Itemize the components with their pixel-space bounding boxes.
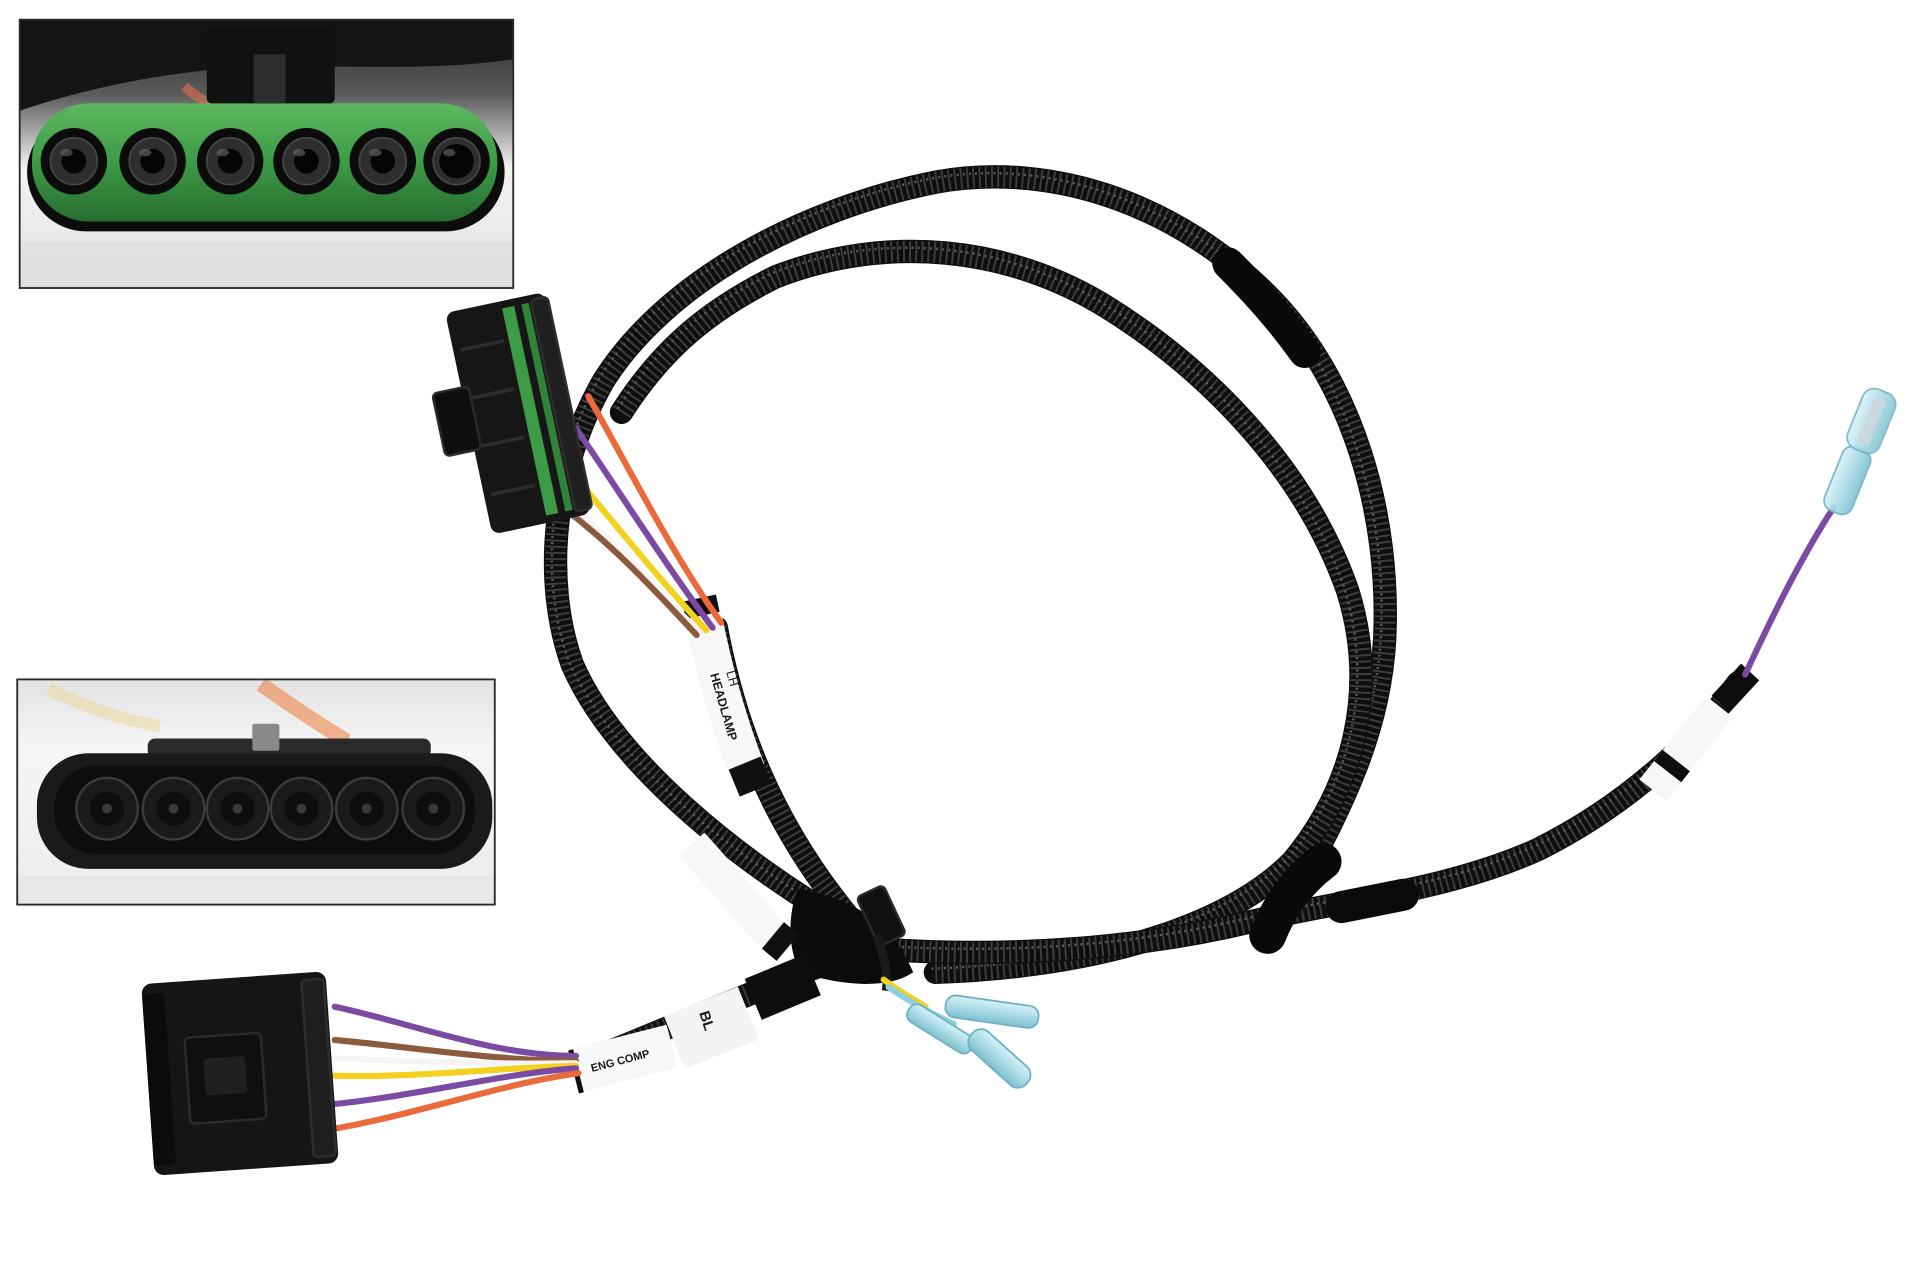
inset-2-socket [401,776,466,841]
inset-1-socket-hole [439,144,474,179]
terminal-a-body [944,994,1040,1029]
terminal-cluster [880,976,1040,1089]
inset-1-socket [349,128,416,195]
bottom-sleeve-shrink [744,954,821,1020]
connector-top-latch [431,385,482,457]
bl-sleeve-white [663,986,759,1069]
inset-1-frame [18,18,515,289]
wire-yellow-bottom [331,1062,580,1080]
inset-1-socket-highlight [216,148,229,157]
wire-purple-bottom-2 [331,1065,580,1108]
inset-2-socket [75,776,140,841]
inset-2-floor [17,876,495,905]
inset-2-socket-pin [428,803,439,814]
terminal-right [1823,387,1897,516]
connector-top-rib-1 [460,338,505,352]
wire-purple-pigtail [1742,504,1837,678]
tape-wrap-right-branch [1325,878,1420,924]
inset-1-socket-highlight [292,148,306,157]
inset-1-socket [196,128,264,195]
inset-1-socket-highlight [443,148,456,157]
connector-top-rib-3 [480,435,525,449]
tape-wrap-top-right [1212,247,1321,368]
inset-2-socket [141,776,206,841]
top-connector-wires [550,393,725,639]
connector-top-seal-stripe-1 [502,305,559,516]
connector-top-rib-2 [470,387,515,400]
right-sleeve-band [1654,750,1690,783]
wire-purple-top [572,425,716,631]
inset-2-socket-pin [232,803,243,814]
inset-2-socket [334,776,399,841]
left-loop-sleeve-white [678,832,786,948]
connector-bottom-rear-rail [300,977,337,1159]
inset-black-connector [17,679,495,905]
inset-2-socket [269,776,334,841]
headlamp-sleeve-shrink-bottom [728,756,772,797]
inset-2-socket-row [75,776,466,841]
terminal-c [967,1028,1032,1089]
inset-1-socket [423,128,490,195]
inset-2-blur-wires [256,679,351,748]
bottom-connector-wires [331,1003,582,1132]
wire-brown-top [555,501,700,639]
inset-2-socket-pin [102,803,112,814]
inset-2-socket-pin [296,803,307,814]
connector-bottom-face [142,992,176,1166]
eng-comp-sleeve-white [570,1024,678,1093]
inset-1-socket-highlight [139,148,152,157]
tag-label-bl: BL [695,1009,716,1033]
inset-1-latch-slot [253,54,286,104]
inset-1-socket [119,128,186,195]
label-sleeve-left-loop [678,832,799,961]
connector-bottom [141,971,339,1176]
tag-label-lh: LH [723,669,741,688]
connector-top-seal-stripe-2 [521,302,573,512]
connector-top [431,293,593,533]
inset-1-socket [273,128,340,195]
inset-2-socket-pin [168,803,179,814]
right-sleeve-white [1639,695,1733,801]
tape-wrap-right-junction [1249,843,1342,954]
inset-2-socket-pin [361,803,372,814]
terminal-a [944,994,1040,1029]
inset-1-socket-row [40,128,490,195]
inset-2-connector-tab [252,723,280,751]
wire-purple-bottom-1 [331,1003,580,1060]
inset-2-frame [16,678,496,906]
inset-green-connector [19,19,514,288]
inset-1-socket-highlight [369,148,382,157]
inset-1-socket [40,128,108,195]
inset-1-floor-reflection [19,241,514,288]
inset-2-socket [205,776,270,841]
inset-2-blur-wire-yellow [46,683,162,733]
terminal-right-metal [1857,396,1886,445]
wire-brown-bottom [331,1036,580,1064]
wire-white-bottom [331,1055,580,1067]
cable-tie [856,885,906,947]
left-loop-sleeve-shrink [761,922,799,961]
connector-bottom-latch-window [203,1056,248,1096]
inset-1-socket-highlight [60,148,73,157]
terminal-c-body [967,1028,1032,1089]
connector-top-rib-4 [490,483,536,497]
wire-orange-bottom [331,1070,582,1132]
wire-orange-top [585,393,725,626]
connector-top-rear-grip [530,296,593,513]
